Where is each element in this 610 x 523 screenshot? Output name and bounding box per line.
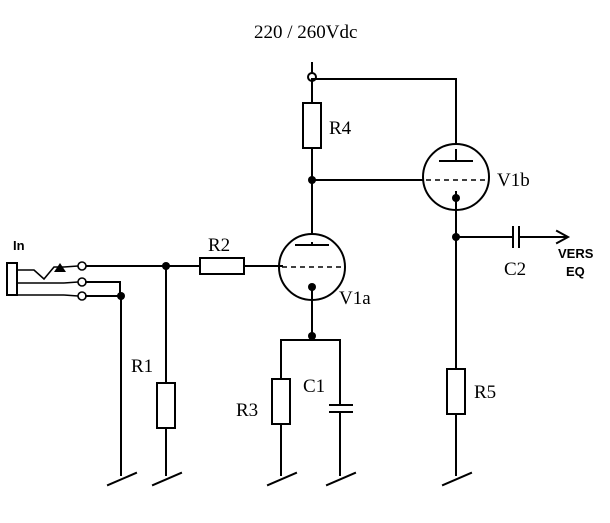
input-jack: In bbox=[6, 238, 87, 301]
resistor-r3: R3 bbox=[236, 378, 291, 425]
r1-label: R1 bbox=[131, 356, 153, 377]
r4-label: R4 bbox=[329, 118, 352, 139]
output-arrow bbox=[555, 229, 571, 245]
wire-supply-v1b bbox=[311, 78, 457, 151]
r2-label: R2 bbox=[208, 235, 230, 256]
junction-dot bbox=[308, 332, 316, 340]
tube-v1b: V1b bbox=[422, 143, 530, 211]
input-label: In bbox=[13, 238, 25, 253]
output-label-line1: VERS bbox=[558, 246, 594, 261]
output-label-line2: EQ bbox=[566, 264, 585, 279]
resistor-r1: R1 bbox=[131, 356, 176, 429]
resistor-r5: R5 bbox=[446, 368, 496, 415]
ground-symbol bbox=[151, 471, 183, 487]
supply-voltage-label: 220 / 260Vdc bbox=[254, 22, 357, 43]
capacitor-c2: C2 bbox=[504, 226, 526, 280]
tube-v1a: V1a bbox=[278, 233, 371, 309]
ground-symbol bbox=[325, 471, 357, 487]
v1a-label: V1a bbox=[339, 288, 371, 309]
v1b-label: V1b bbox=[497, 170, 530, 191]
resistor-r4: R4 bbox=[302, 99, 352, 149]
r3-label: R3 bbox=[236, 400, 258, 421]
supply-terminal bbox=[307, 62, 317, 82]
capacitor-c1: C1 bbox=[303, 376, 353, 413]
ground-symbol bbox=[106, 471, 138, 487]
resistor-r2: R2 bbox=[199, 235, 245, 275]
wire-jack-ground bbox=[85, 281, 121, 297]
c2-label: C2 bbox=[504, 259, 526, 280]
r5-label: R5 bbox=[474, 382, 496, 403]
ground-symbol bbox=[441, 471, 473, 487]
ground-symbol bbox=[266, 471, 298, 487]
c1-label: C1 bbox=[303, 376, 325, 397]
